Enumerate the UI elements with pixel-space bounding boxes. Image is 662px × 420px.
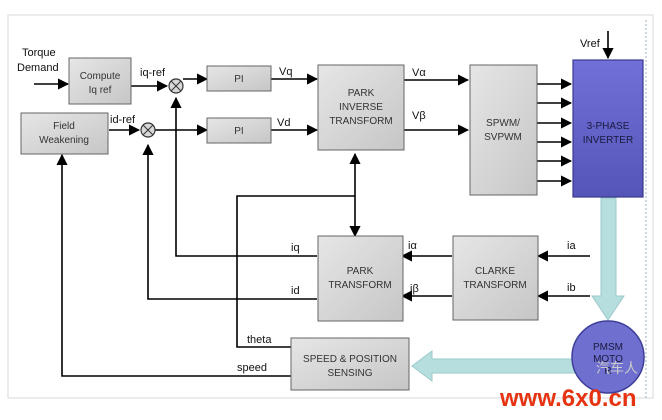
iq-label: iq [291, 242, 300, 254]
park-inv-line-1: PARK [348, 88, 375, 99]
spwm-line-2: SVPWM [484, 132, 522, 143]
ialpha-label: iα [408, 240, 417, 252]
motor-line-1: PMSM [593, 342, 623, 353]
watermark-cn: 汽车人 [596, 360, 638, 376]
vd-label: Vd [277, 117, 290, 129]
block-speed-sensing: SPEED & POSITION SENSING [290, 337, 410, 391]
valpha-label: Vα [412, 67, 426, 79]
fw-line-2: Weakening [39, 135, 89, 146]
pi-q-label: PI [234, 74, 243, 85]
wire-iq-feedback [170, 96, 317, 257]
compute-line-1: Compute [80, 71, 121, 82]
sensing-line-2: SENSING [327, 368, 372, 379]
power-feedback-arrows [411, 197, 625, 382]
block-compute-iq-ref: Compute Iq ref [68, 57, 132, 105]
ia-label: ia [567, 240, 576, 252]
block-park-transform: PARK TRANSFORM [317, 235, 404, 322]
inverter-line-2: INVERTER [583, 135, 633, 146]
park-line-1: PARK [347, 266, 374, 277]
id-label: id [291, 285, 300, 297]
wire-speed [56, 153, 291, 377]
theta-label: theta [247, 334, 272, 346]
sum-junction-q [168, 78, 184, 94]
diagram-frame [7, 14, 654, 399]
signal-wires [34, 31, 614, 377]
pi-d-label: PI [234, 126, 243, 137]
ib-label: ib [567, 282, 576, 294]
wire-theta [236, 195, 355, 348]
sum-junction-d [140, 122, 156, 138]
fw-line-1: Field [53, 121, 75, 132]
iq-ref-label: iq-ref [140, 67, 166, 79]
block-clarke-transform: CLARKE TRANSFORM [452, 235, 539, 321]
wire-id-feedback [142, 143, 317, 300]
pmsm-motor: PMSM MOTO R [571, 320, 645, 394]
block-inverter: 3-PHASE INVERTER [572, 59, 644, 198]
block-park-inverse: PARK INVERSE TRANSFORM [317, 64, 405, 151]
vref-label: Vref [580, 38, 601, 50]
motor-line-3: R [604, 366, 611, 377]
clarke-line-2: TRANSFORM [463, 280, 526, 291]
id-ref-label: id-ref [110, 114, 136, 126]
torque-label-1: Torque [22, 47, 56, 59]
speed-label: speed [237, 362, 267, 374]
park-inv-line-3: TRANSFORM [329, 116, 392, 127]
ibeta-label: iβ [410, 283, 419, 295]
motor-to-sensing-arrow [411, 350, 576, 382]
spwm-line-1: SPWM/ [486, 118, 520, 129]
park-inv-line-2: INVERSE [339, 102, 383, 113]
block-pi-d: PI [206, 117, 272, 144]
torque-label-2: Demand [17, 62, 59, 74]
compute-line-2: Iq ref [89, 85, 112, 96]
block-pi-q: PI [206, 65, 272, 92]
vq-label: Vq [279, 66, 292, 78]
watermark-url: www.6x0.cn [499, 385, 637, 412]
park-line-2: TRANSFORM [328, 280, 391, 291]
site-watermark: 汽车人 www.6x0.cn [499, 360, 638, 412]
clarke-line-1: CLARKE [475, 266, 515, 277]
block-spwm: SPWM/ SVPWM [469, 64, 538, 196]
vbeta-label: Vβ [412, 110, 426, 122]
motor-line-2: MOTO [593, 354, 623, 365]
sensing-line-1: SPEED & POSITION [303, 354, 397, 365]
inverter-to-motor-arrow [591, 197, 625, 321]
block-field-weakening: Field Weakening [20, 112, 109, 155]
inverter-line-1: 3-PHASE [587, 121, 630, 132]
